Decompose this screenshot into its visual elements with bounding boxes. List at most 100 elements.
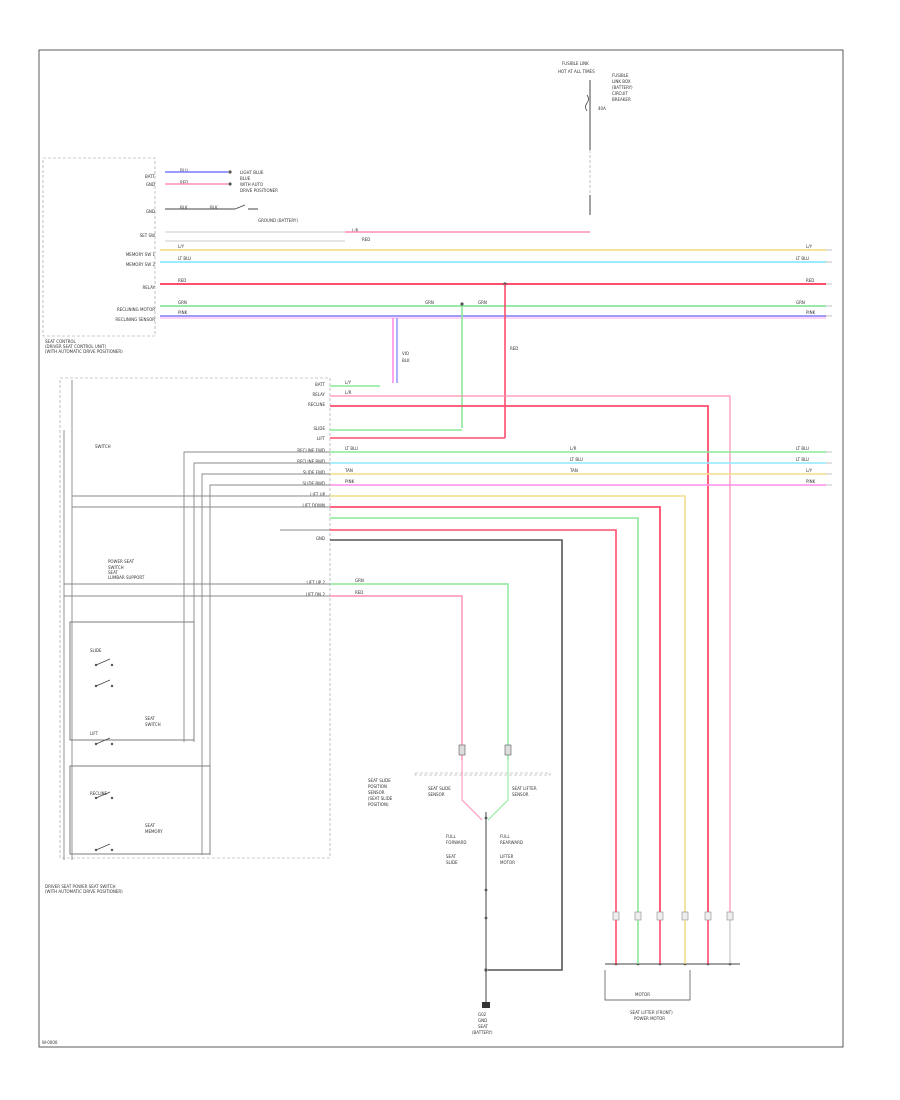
sw-box-lbl-3: SEAT — [145, 823, 155, 828]
main-bus: L/Y LT BLU RED GRN PINK L/Y LT BLU RED G… — [160, 244, 826, 319]
cu-pin-2: GND — [146, 209, 155, 214]
bus-code-ltblu: LT BLU — [178, 256, 191, 261]
drop-code-red: RED — [510, 346, 518, 351]
sensor-box — [414, 772, 551, 776]
seat-switch-group: BATT RELAY RECLINE SLIDE LIFT RECLINE FW… — [45, 377, 331, 894]
bus-code-pink: PINK — [178, 310, 188, 315]
ground-node-group: G02 GND SEAT (BATTERY) — [472, 970, 493, 1035]
fuse-line-4: CIRCUIT — [612, 91, 628, 96]
sensor-left-3: SENSOR — [368, 790, 385, 795]
sw-name-2: (WITH AUTOMATIC DRIVE POSITIONER) — [45, 889, 123, 894]
motor-group: MOTOR SEAT LIFTER (FRONT) POWER MOTOR — [604, 911, 740, 1021]
drop-code-vio: VIO — [402, 351, 409, 356]
sensor-mid-a-1: SEAT SLIDE — [428, 786, 451, 791]
sensor-sub-b-2: REARWARD — [500, 840, 523, 845]
sw-pin-2: RECLINE — [308, 402, 326, 407]
sw-inner-2: POWER SEAT — [108, 559, 135, 564]
power-feed-group: HOT AT ALL TIMES FUSIBLE LINK FUSIBLE LI… — [558, 61, 633, 215]
cu-code-blk2: BLK — [210, 205, 218, 210]
cu-code-blu: BLU — [180, 168, 188, 173]
switch-out-wires: L/Y L/R LT BLU TAN PINK L/R LT BLU TAN L… — [330, 380, 826, 971]
sw-inner-3: SWITCH — [108, 565, 124, 570]
diagram-frame — [38, 49, 844, 1048]
bus-code-red-r: RED — [806, 278, 814, 283]
footer-id-code: W-0000 — [42, 1040, 58, 1045]
sw-pin-11: GND — [316, 536, 325, 541]
sw-pin-3: SLIDE — [313, 426, 325, 431]
mid-code-0: L/Y — [345, 380, 352, 385]
sensor-code-red: RED — [355, 590, 363, 595]
cu-ground-note: GROUND (BATTERY) — [258, 218, 298, 223]
cu-legend-3: WITH AUTO — [240, 182, 263, 187]
sw-pin-9: LIFT UP — [310, 492, 325, 497]
sw-inner-4: SEAT — [108, 570, 118, 575]
ground-line-1: GND — [478, 1018, 487, 1023]
sw-pin-6: RECLINE BWD — [297, 459, 325, 464]
cu-pin-0: BATT — [145, 174, 156, 179]
sw-sub-recline: RECLINE — [90, 791, 108, 796]
cu-pin-3: SET SW — [140, 233, 155, 238]
fuse-amp-label: 40A — [598, 106, 606, 111]
ground-id: G02 — [478, 1012, 487, 1017]
sensor-sub-b-1: FULL — [500, 834, 510, 839]
bus-code-ltblu-r: LT BLU — [796, 256, 809, 261]
sw-box-lbl-1: SEAT — [145, 716, 155, 721]
cu-feed-red: RED — [362, 237, 370, 242]
sw-sub-slide: SLIDE — [90, 648, 102, 653]
sw-pin-7: SLIDE FWD — [303, 470, 325, 475]
control-unit-group: BATT GND GND SET SW MEMORY SW 1 MEMORY S… — [42, 157, 590, 354]
fuse-line-5: BREAKER — [612, 97, 631, 102]
sensor-left-5: POSITION) — [368, 802, 389, 807]
fuse-line-1: FUSIBLE — [612, 73, 629, 78]
bus-code-ly-r: L/Y — [806, 244, 813, 249]
cu-pin-7: RECLINING MOTOR — [117, 307, 155, 312]
memory-switch-box — [69, 765, 211, 855]
sw-sub-lift: LIFT — [90, 731, 99, 736]
right-edge-ticks — [826, 249, 832, 486]
right-code-0: L/R — [570, 446, 577, 451]
cu-legend-1: LIGHT BLUE — [240, 170, 264, 175]
cu-name-1: SEAT CONTROL — [45, 339, 77, 344]
bus-code-grn-mid2: GRN — [478, 300, 487, 305]
bus-code-pink-r: PINK — [806, 310, 816, 315]
sw-box-lbl-4: MEMORY — [145, 829, 163, 834]
sensor-mid-b-2: SENSOR — [512, 792, 529, 797]
ground-line-2: SEAT — [478, 1024, 488, 1029]
cu-code-red: RED — [180, 180, 188, 185]
mid-code-3: TAN — [344, 468, 353, 473]
sensor-sub-a-1: FULL — [446, 834, 456, 839]
right-code-r2: L/Y — [806, 468, 813, 473]
sw-name-1: DRIVER SEAT POWER SEAT SWITCH — [45, 884, 116, 889]
cu-name-3: (WITH AUTOMATIC DRIVE POSITIONER) — [45, 349, 123, 354]
cu-code-blk: BLK — [180, 205, 188, 210]
right-code-r0: LT BLU — [796, 446, 809, 451]
bus-drops: VIO BLK RED — [392, 284, 518, 438]
sw-pin-4: LIFT — [317, 436, 326, 441]
sensor-sub-a-4: SEAT — [446, 854, 456, 859]
sw-pin-0: BATT — [315, 382, 326, 387]
motor-inner: MOTOR — [635, 992, 650, 997]
sw-pin-8: SLIDE BWD — [303, 481, 325, 486]
right-code-1: LT BLU — [570, 457, 583, 462]
sw-pin-1: RELAY — [313, 392, 326, 397]
cu-legend-2: BLUE — [240, 176, 251, 181]
fuse-line-3: (BATTERY) — [612, 85, 633, 90]
ground-line-3: (BATTERY) — [472, 1030, 493, 1035]
motor-name-1: SEAT LIFTER (FRONT) — [630, 1010, 673, 1015]
bus-code-ly: L/Y — [178, 244, 185, 249]
cu-pin-4: MEMORY SW 1 — [126, 252, 156, 257]
fuse-line-2: LINK BOX — [612, 79, 631, 84]
mid-code-4: PINK — [345, 479, 355, 484]
bus-code-grn: GRN — [178, 300, 187, 305]
cu-name-2: (DRIVER SEAT CONTROL UNIT) — [45, 344, 106, 349]
sensor-sub-b-5: MOTOR — [500, 860, 515, 865]
sensors-group: SEAT SLIDE POSITION SENSOR (SEAT SLIDE P… — [368, 744, 551, 972]
sw-inner-5: LUMBAR SUPPORT — [108, 575, 145, 580]
bus-code-grn-mid: GRN — [425, 300, 434, 305]
sw-box-lbl-2: SWITCH — [145, 722, 161, 727]
cu-legend-4: DRIVE POSITIONER — [240, 188, 278, 193]
cu-pin-5: MEMORY SW 2 — [126, 262, 156, 267]
mid-code-2: LT BLU — [345, 446, 358, 451]
right-code-2: TAN — [569, 468, 578, 473]
